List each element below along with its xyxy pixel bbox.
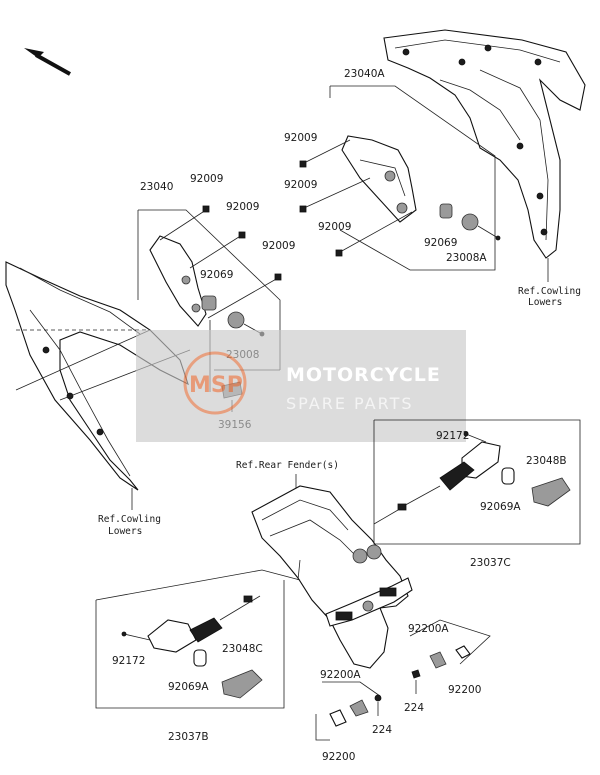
part-92009-label-d: 92009: [190, 173, 223, 185]
screw-92172-right: [463, 431, 487, 443]
screw-92009-a: [299, 139, 351, 168]
screw-92009-c: [335, 211, 413, 257]
ref-cowling-right-label-2: Lowers: [528, 297, 562, 308]
lens-23048B: [531, 477, 571, 507]
part-23037B-label: 23037B: [168, 731, 209, 743]
direction-arrow-icon: [24, 48, 71, 76]
ref-cowling-left-label-2: Lowers: [108, 526, 142, 537]
part-92172-right-label: 92172: [436, 430, 469, 442]
part-23008A-label: 23008A: [446, 252, 487, 264]
ref-cowling-left-label-1: Ref.Cowling: [98, 514, 161, 525]
part-92009-label-a: 92009: [284, 132, 317, 144]
rear-fender-drawing: [251, 485, 413, 669]
part-224-center-label: 224: [372, 724, 392, 736]
part-23048C-label: 23048C: [222, 643, 263, 655]
nut-224-right: [411, 669, 421, 694]
screw-92009-d: [159, 205, 210, 241]
ref-rear-fender-label: Ref.Rear Fender(s): [236, 460, 339, 471]
part-92172-left-label: 92172: [112, 655, 145, 667]
part-23037C-label: 23037C: [470, 557, 511, 569]
lens-23048C: [221, 669, 263, 699]
watermark-line-2: SPARE PARTS: [286, 394, 414, 413]
cowling-left-drawing: [5, 261, 189, 510]
part-23040A-label: 23040A: [344, 68, 385, 80]
screw-224-center: [374, 694, 382, 716]
bulb-92069A-left: [193, 649, 207, 667]
part-92009-label-c: 92009: [318, 221, 351, 233]
part-92200A-right-label: 92200A: [408, 623, 449, 635]
plate-92200A-center: [329, 699, 369, 727]
part-23040-label: 23040: [140, 181, 173, 193]
plate-92200A-right: [429, 645, 471, 669]
part-92200-right-label: 92200: [448, 684, 481, 696]
screw-92172-left: [121, 631, 151, 641]
turn-signal-left-drawing: [147, 595, 261, 653]
part-92200A-center-label: 92200A: [320, 669, 361, 681]
part-92009-label-b: 92009: [284, 179, 317, 191]
part-92200-center-label: 92200: [322, 751, 355, 763]
screw-92009-b: [299, 177, 371, 213]
cowling-right-drawing: [383, 29, 586, 282]
part-92009-label-f: 92009: [262, 240, 295, 252]
part-224-right-label: 224: [404, 702, 424, 714]
ref-cowling-right-label-1: Ref.Cowling: [518, 286, 581, 297]
watermark-line-1: MOTORCYCLE: [286, 364, 441, 386]
part-92069-left-label: 92069: [200, 269, 233, 281]
part-92069-right-label: 92069: [424, 237, 457, 249]
part-92069A-left-label: 92069A: [168, 681, 209, 693]
watermark-logo: MSP: [189, 373, 243, 398]
bulb-92069-right: [439, 203, 453, 219]
part-92009-label-e: 92009: [226, 201, 259, 213]
screw-92009-e: [189, 231, 246, 269]
bracket-23040A-drawing: [329, 85, 496, 232]
part-92069A-right-label: 92069A: [480, 501, 521, 513]
bulb-92069-left: [201, 295, 217, 311]
part-23048B-label: 23048B: [526, 455, 567, 467]
socket-23008A: [461, 213, 501, 241]
watermark: MSP MOTORCYCLE SPARE PARTS: [136, 330, 466, 442]
bulb-92069A-right: [501, 467, 515, 485]
screw-92009-f: [207, 273, 282, 319]
turn-signal-right-drawing: [373, 441, 501, 525]
